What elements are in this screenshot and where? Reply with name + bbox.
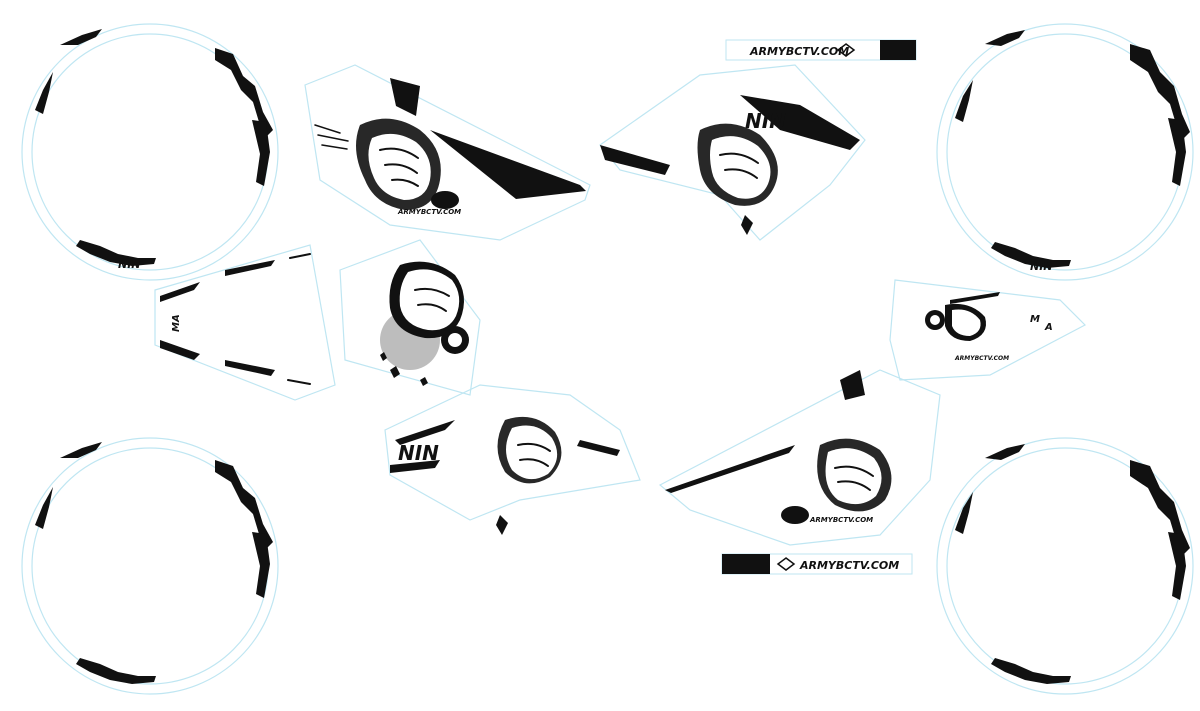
rim-logo-text: NIN (398, 441, 439, 465)
rim-decal-bottom-right (936, 437, 1194, 695)
rim-logo-text: NIN (1030, 260, 1053, 273)
rim-logo-text: NIN (745, 109, 786, 133)
shroud-left-top: ARMYBCTV.COM (304, 64, 591, 241)
rim-decal-top-left: NIN (21, 23, 279, 281)
shroud-right-bottom: ARMYBCTV.COM (658, 369, 941, 546)
front-fender-right: M A ARMYBCTV.COM (889, 279, 1087, 381)
rear-fender-left: MA (154, 244, 336, 401)
shroud-left-bottom: NIN (384, 384, 641, 535)
airbox-panel-fist (339, 239, 481, 396)
svg-text:A: A (1044, 322, 1053, 333)
website-text: ARMYBCTV.COM (954, 355, 1009, 362)
svg-text:MA: MA (171, 314, 182, 332)
fork-guard-strip-bottom: ARMYBCTV.COM (721, 553, 913, 575)
rim-decal-top-right: NIN (936, 23, 1194, 281)
website-text: ARMYBCTV.COM (799, 559, 899, 572)
svg-text:M: M (1030, 314, 1040, 325)
rim-logo-text: NIN (118, 258, 141, 271)
website-text: ARMYBCTV.COM (749, 45, 849, 58)
website-text: ARMYBCTV.COM (809, 516, 873, 524)
website-text: ARMYBCTV.COM (397, 208, 461, 216)
shroud-right-top: NIN (599, 64, 866, 241)
rim-decal-bottom-left (21, 437, 279, 695)
fork-guard-strip-top: ARMYBCTV.COM (725, 39, 917, 61)
